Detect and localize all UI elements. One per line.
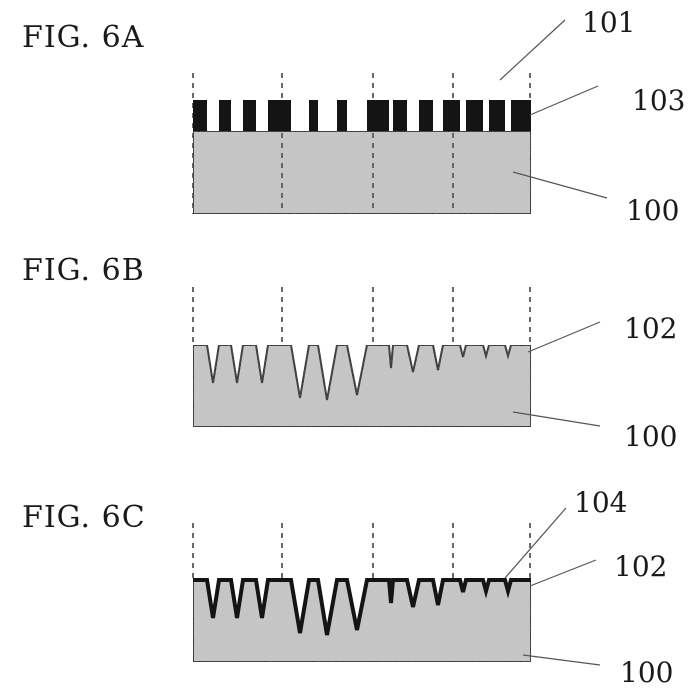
fig-6b-leader-lines	[512, 321, 601, 427]
fig-6c-coating-layer	[193, 578, 531, 636]
ref-103: 103	[632, 84, 686, 117]
ref-102-b: 102	[624, 312, 678, 345]
ref-100-b: 100	[624, 420, 678, 453]
ref-100-a: 100	[626, 194, 680, 227]
fig-6c-dashed-lines	[192, 523, 531, 580]
fig-6c-substrate	[192, 579, 532, 663]
fig-6a-title: FIG. 6A	[22, 20, 145, 55]
fig-6a-substrate	[192, 130, 532, 215]
fig-6b-dashed-lines	[192, 287, 531, 345]
fig-6a-mask-layer	[193, 100, 531, 131]
fig-6a-leader-lines	[499, 19, 608, 199]
ref-101: 101	[582, 6, 636, 39]
fig-6c-leader-lines	[504, 507, 601, 666]
fig-6b-textured-substrate	[192, 344, 532, 428]
ref-102-c: 102	[614, 550, 668, 583]
ref-104: 104	[574, 486, 628, 519]
fig-6c-title: FIG. 6C	[22, 500, 146, 535]
ref-100-c: 100	[620, 656, 674, 689]
fig-6a-region-dividers	[281, 133, 454, 213]
fig-6b-title: FIG. 6B	[22, 253, 145, 288]
